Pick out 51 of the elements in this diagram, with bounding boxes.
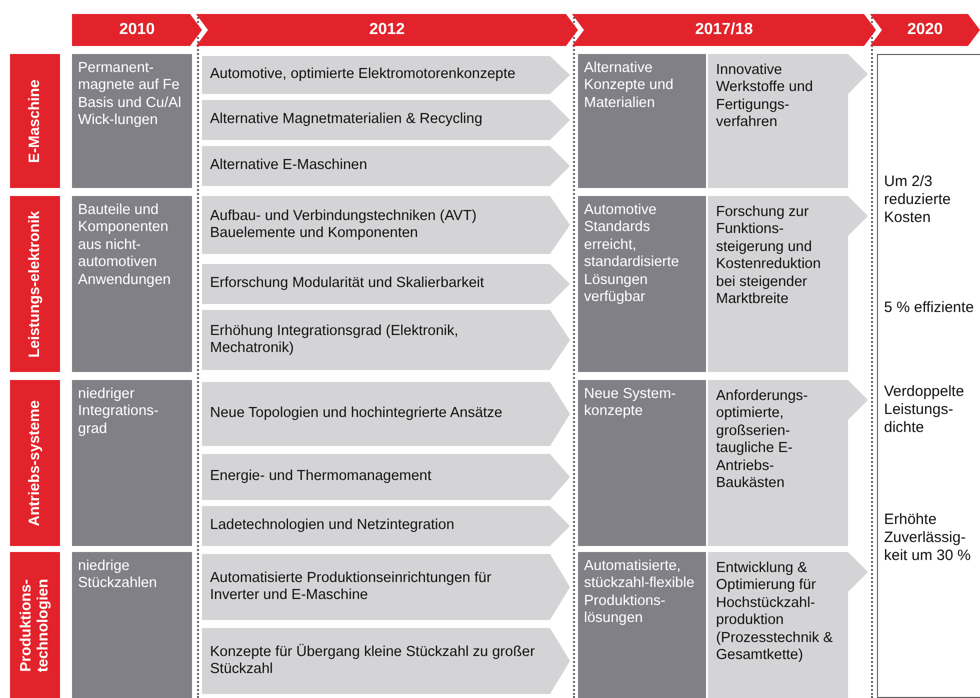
topic-box <box>202 56 570 94</box>
topic-box <box>202 310 570 370</box>
year-header: 2017/18 <box>572 14 876 46</box>
topic-box <box>202 454 570 500</box>
status-box: Permanent-magnete auf Fe Basis und Cu/Al Wick-lungen <box>72 54 192 188</box>
year-header: 2020 <box>870 14 980 46</box>
status-box: Automotive Standards erreicht, standardisierte Lösungen verfügbar <box>578 196 706 372</box>
goal-box: Innovative Werkstoffe und Fertigungs-verfahren <box>708 54 868 188</box>
goal-box: Entwicklung & Optimierung für Hochstückzahl-produktion (Prozesstechnik & Gesamtkette) <box>708 552 868 698</box>
topic-text: Energie- und Thermomanagement <box>210 468 432 486</box>
status-box: niedrige Stückzahlen <box>72 552 192 698</box>
topic-text: Aufbau- und Verbindungstechniken (AVT) Bauelemente und Komponenten <box>210 208 478 242</box>
status-box: Alternative Konzepte und Materialien <box>578 54 706 188</box>
status-box: Neue System-konzepte <box>578 380 706 546</box>
year-header: 2010 <box>72 14 202 46</box>
target-text: 5 % effiziente <box>884 299 975 317</box>
row-label: Leistungs-elektronik <box>26 210 44 360</box>
topic-box <box>202 382 570 446</box>
topic-text: Automatisierte Produktionseinrichtungen für Inverter und E-Maschine <box>210 570 492 604</box>
target-text: Um 2/3 reduzierte Kosten <box>884 173 952 227</box>
topic-text: Automotive, optimierte Elektromotorenkonzepte <box>210 66 516 84</box>
topic-text: Erforschung Modularität und Skalierbarkeit <box>210 275 484 293</box>
row-label: Produktions-technologien <box>18 577 52 674</box>
row-header <box>10 380 60 546</box>
goal-box: Anforderungs-optimierte, großserien-taugliche E-Antriebs-Baukästen <box>708 380 868 546</box>
row-label: Antriebs-systeme <box>26 399 44 528</box>
topic-text: Ladetechnologien und Netzintegration <box>210 517 454 535</box>
topic-text: Neue Topologien und hochintegrierte Ansätze <box>210 405 502 423</box>
topic-box <box>202 554 570 620</box>
status-box: Automatisierte, stückzahl-flexible Produktions-lösungen <box>578 552 706 698</box>
year-header: 2012 <box>196 14 578 46</box>
target-text: Verdoppelte Leistungs-dichte <box>884 383 966 437</box>
row-header <box>10 196 60 372</box>
topic-box <box>202 264 570 304</box>
target-text: Erhöhte Zuverlässig-keit um 30 % <box>884 511 972 565</box>
status-box: niedriger Integrations-grad <box>72 380 192 546</box>
topic-text: Alternative E-Maschinen <box>210 157 368 175</box>
status-box: Bauteile und Komponenten aus nicht-automotiven Anwendungen <box>72 196 192 372</box>
row-header <box>10 552 60 698</box>
row-label: E-Maschine <box>26 78 44 165</box>
topic-box <box>202 196 570 254</box>
topic-box <box>202 146 570 186</box>
topic-text: Erhöhung Integrationsgrad (Elektronik, Mechatronik) <box>210 322 460 358</box>
topic-box <box>202 100 570 140</box>
topic-text: Konzepte für Übergang kleine Stückzahl zu großer Stückzahl <box>210 644 536 678</box>
topic-box <box>202 628 570 694</box>
topic-box <box>202 506 570 546</box>
row-header <box>10 54 60 188</box>
goal-box: Forschung zur Funktions-steigerung und Kostenreduktion bei steigender Marktbreite <box>708 196 868 372</box>
topic-text: Alternative Magnetmaterialien & Recycling <box>210 111 482 129</box>
target-panel <box>877 54 980 698</box>
